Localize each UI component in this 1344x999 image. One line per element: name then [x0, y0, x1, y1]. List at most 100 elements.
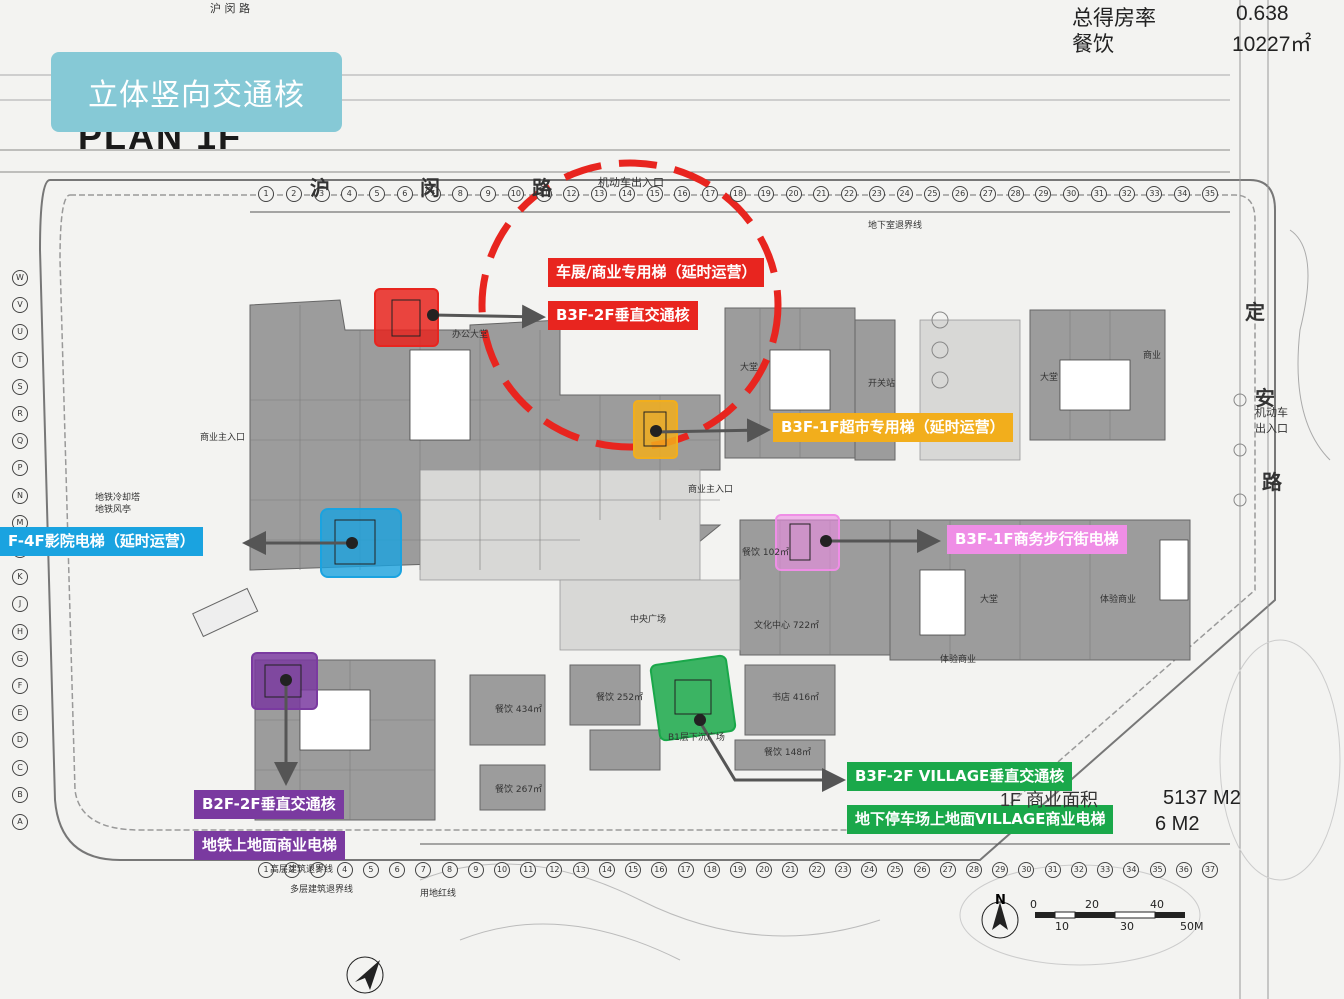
grid-axis-label: 15 — [625, 862, 642, 878]
grid-axis-label: 22 — [808, 862, 825, 878]
grid-axis-label: 17 — [702, 186, 719, 202]
highlight-red-circle — [478, 159, 782, 451]
grid-axis-label: 23 — [834, 862, 851, 878]
grid-axis-label: E — [12, 705, 28, 722]
room-label: 餐饮 148㎡ — [764, 748, 812, 758]
grid-axis-label: 32 — [1070, 862, 1087, 878]
room-label: 餐饮 102㎡ — [742, 548, 790, 558]
grid-axis-label: 5 — [362, 862, 379, 878]
grid-axis-label: 18 — [703, 862, 720, 878]
grid-axis-label: 24 — [861, 862, 878, 878]
room-label: 餐饮 252㎡ — [596, 693, 644, 703]
road-label-top-3: 路 — [532, 176, 552, 200]
room-label: 商业 — [1143, 351, 1162, 361]
room-label: 餐饮 267㎡ — [495, 785, 543, 795]
callout-yellow: B3F-1F超市专用梯（延时运营） — [773, 413, 1013, 442]
grid-axis-label: 8 — [441, 862, 458, 878]
grid-axis-label: 16 — [674, 186, 691, 202]
room-label: 大堂 — [1040, 373, 1059, 383]
grid-axis-label: A — [12, 814, 28, 830]
callout-green-2: 地下停车场上地面VILLAGE商业电梯 — [847, 805, 1114, 834]
grid-axis-label: 12 — [546, 862, 563, 878]
grid-axis-label: 30 — [1018, 862, 1035, 878]
grid-axis-label: T — [12, 351, 28, 368]
room-label: 文化中心 722㎡ — [754, 621, 820, 631]
vehicle-exit-right: 机动车出入口 — [1255, 406, 1288, 435]
scale-bar — [1035, 911, 1185, 919]
arrow-green — [698, 721, 846, 792]
room-label: 办公大堂 — [452, 330, 489, 340]
north-arrow-icon — [981, 901, 1019, 939]
grid-axis-label: 12 — [563, 186, 580, 202]
grid-axis-label: 29 — [992, 862, 1009, 878]
room-label: 体验商业 — [1100, 595, 1137, 605]
callout-purple-2: 地铁上地面商业电梯 — [194, 831, 346, 860]
grid-axis-label: 5 — [369, 186, 386, 202]
scale-tick-label: 50M — [1180, 920, 1204, 933]
grid-axis-label: 35 — [1202, 186, 1218, 202]
grid-axis-label: 32 — [1118, 186, 1135, 202]
grid-labels-left: WVUTSRQPNMLKJHGFEDCBA — [12, 270, 30, 830]
room-label: 开关站 — [868, 379, 896, 389]
grid-axis-label: 2 — [284, 862, 301, 878]
grid-axis-label: G — [12, 650, 28, 667]
grid-axis-label: 34 — [1123, 862, 1140, 878]
core-box-green — [649, 654, 737, 742]
road-label-top-1: 沪 — [310, 176, 330, 200]
grid-axis-label: P — [12, 460, 28, 477]
grid-axis-label: 19 — [730, 862, 746, 878]
grid-axis-label: 4 — [336, 862, 353, 878]
grid-axis-label: H — [12, 623, 28, 640]
grid-axis-label: 20 — [785, 186, 802, 202]
grid-axis-label: 21 — [813, 186, 830, 202]
callout-blue: F-4F影院电梯（延时运营） — [0, 527, 203, 556]
stat-label-1: 餐饮 — [1072, 32, 1114, 56]
grid-axis-label: 10 — [507, 186, 524, 202]
road-label-top-small: 沪 闵 路 — [210, 2, 250, 15]
grid-axis-label: 6 — [396, 186, 413, 202]
grid-axis-label: 36 — [1175, 862, 1192, 878]
grid-axis-label: 28 — [966, 862, 982, 878]
grid-axis-label: K — [12, 569, 28, 586]
grid-axis-label: 11 — [520, 862, 537, 878]
north-label: N — [995, 893, 1006, 908]
room-label: 商业主入口 — [688, 485, 734, 495]
grid-axis-label: F — [12, 678, 28, 694]
callout-purple-1: B2F-2F垂直交通核 — [194, 790, 344, 819]
grid-axis-label: R — [12, 406, 28, 422]
grid-axis-label: 24 — [896, 186, 913, 202]
road-label-right-1: 定 — [1245, 300, 1265, 324]
area-label: 1F 商业面积 — [1000, 790, 1099, 810]
scale-tick-label: 10 — [1055, 920, 1069, 933]
grid-axis-label: 25 — [887, 862, 904, 878]
grid-axis-label: 19 — [757, 186, 774, 202]
grid-axis-label: 33 — [1097, 862, 1114, 878]
grid-axis-label: 2 — [285, 186, 302, 202]
room-label: 多层建筑退界线 — [290, 885, 354, 895]
grid-axis-label: 37 — [1202, 862, 1218, 878]
scale-tick-label: 0 — [1030, 898, 1037, 911]
grid-axis-label: J — [12, 596, 28, 613]
room-label: 餐饮 434㎡ — [495, 705, 543, 715]
grid-axis-label: 28 — [1007, 186, 1024, 202]
grid-axis-label: 26 — [952, 186, 969, 202]
grid-axis-label: 34 — [1174, 186, 1191, 202]
grid-axis-label: 6 — [389, 862, 406, 878]
grid-axis-label: 27 — [939, 862, 956, 878]
room-label: 地下室退界线 — [868, 221, 923, 231]
vehicle-exit-top: 机动车出入口 — [598, 176, 664, 189]
grid-axis-label: 14 — [598, 862, 615, 878]
room-label: 用地红线 — [420, 889, 457, 899]
area-value-1: 5137 M2 — [1163, 787, 1241, 809]
grid-axis-label: N — [12, 487, 28, 504]
grid-axis-label: 27 — [979, 186, 996, 202]
grid-axis-label: 1 — [258, 862, 274, 878]
grid-axis-label: 14 — [618, 186, 635, 202]
road-label-right-2: 安 — [1255, 386, 1275, 410]
grid-axis-label: 26 — [913, 862, 930, 878]
grid-axis-label: 13 — [591, 186, 608, 202]
grid-axis-label: 25 — [924, 186, 941, 202]
room-label: 中央广场 — [630, 615, 667, 625]
